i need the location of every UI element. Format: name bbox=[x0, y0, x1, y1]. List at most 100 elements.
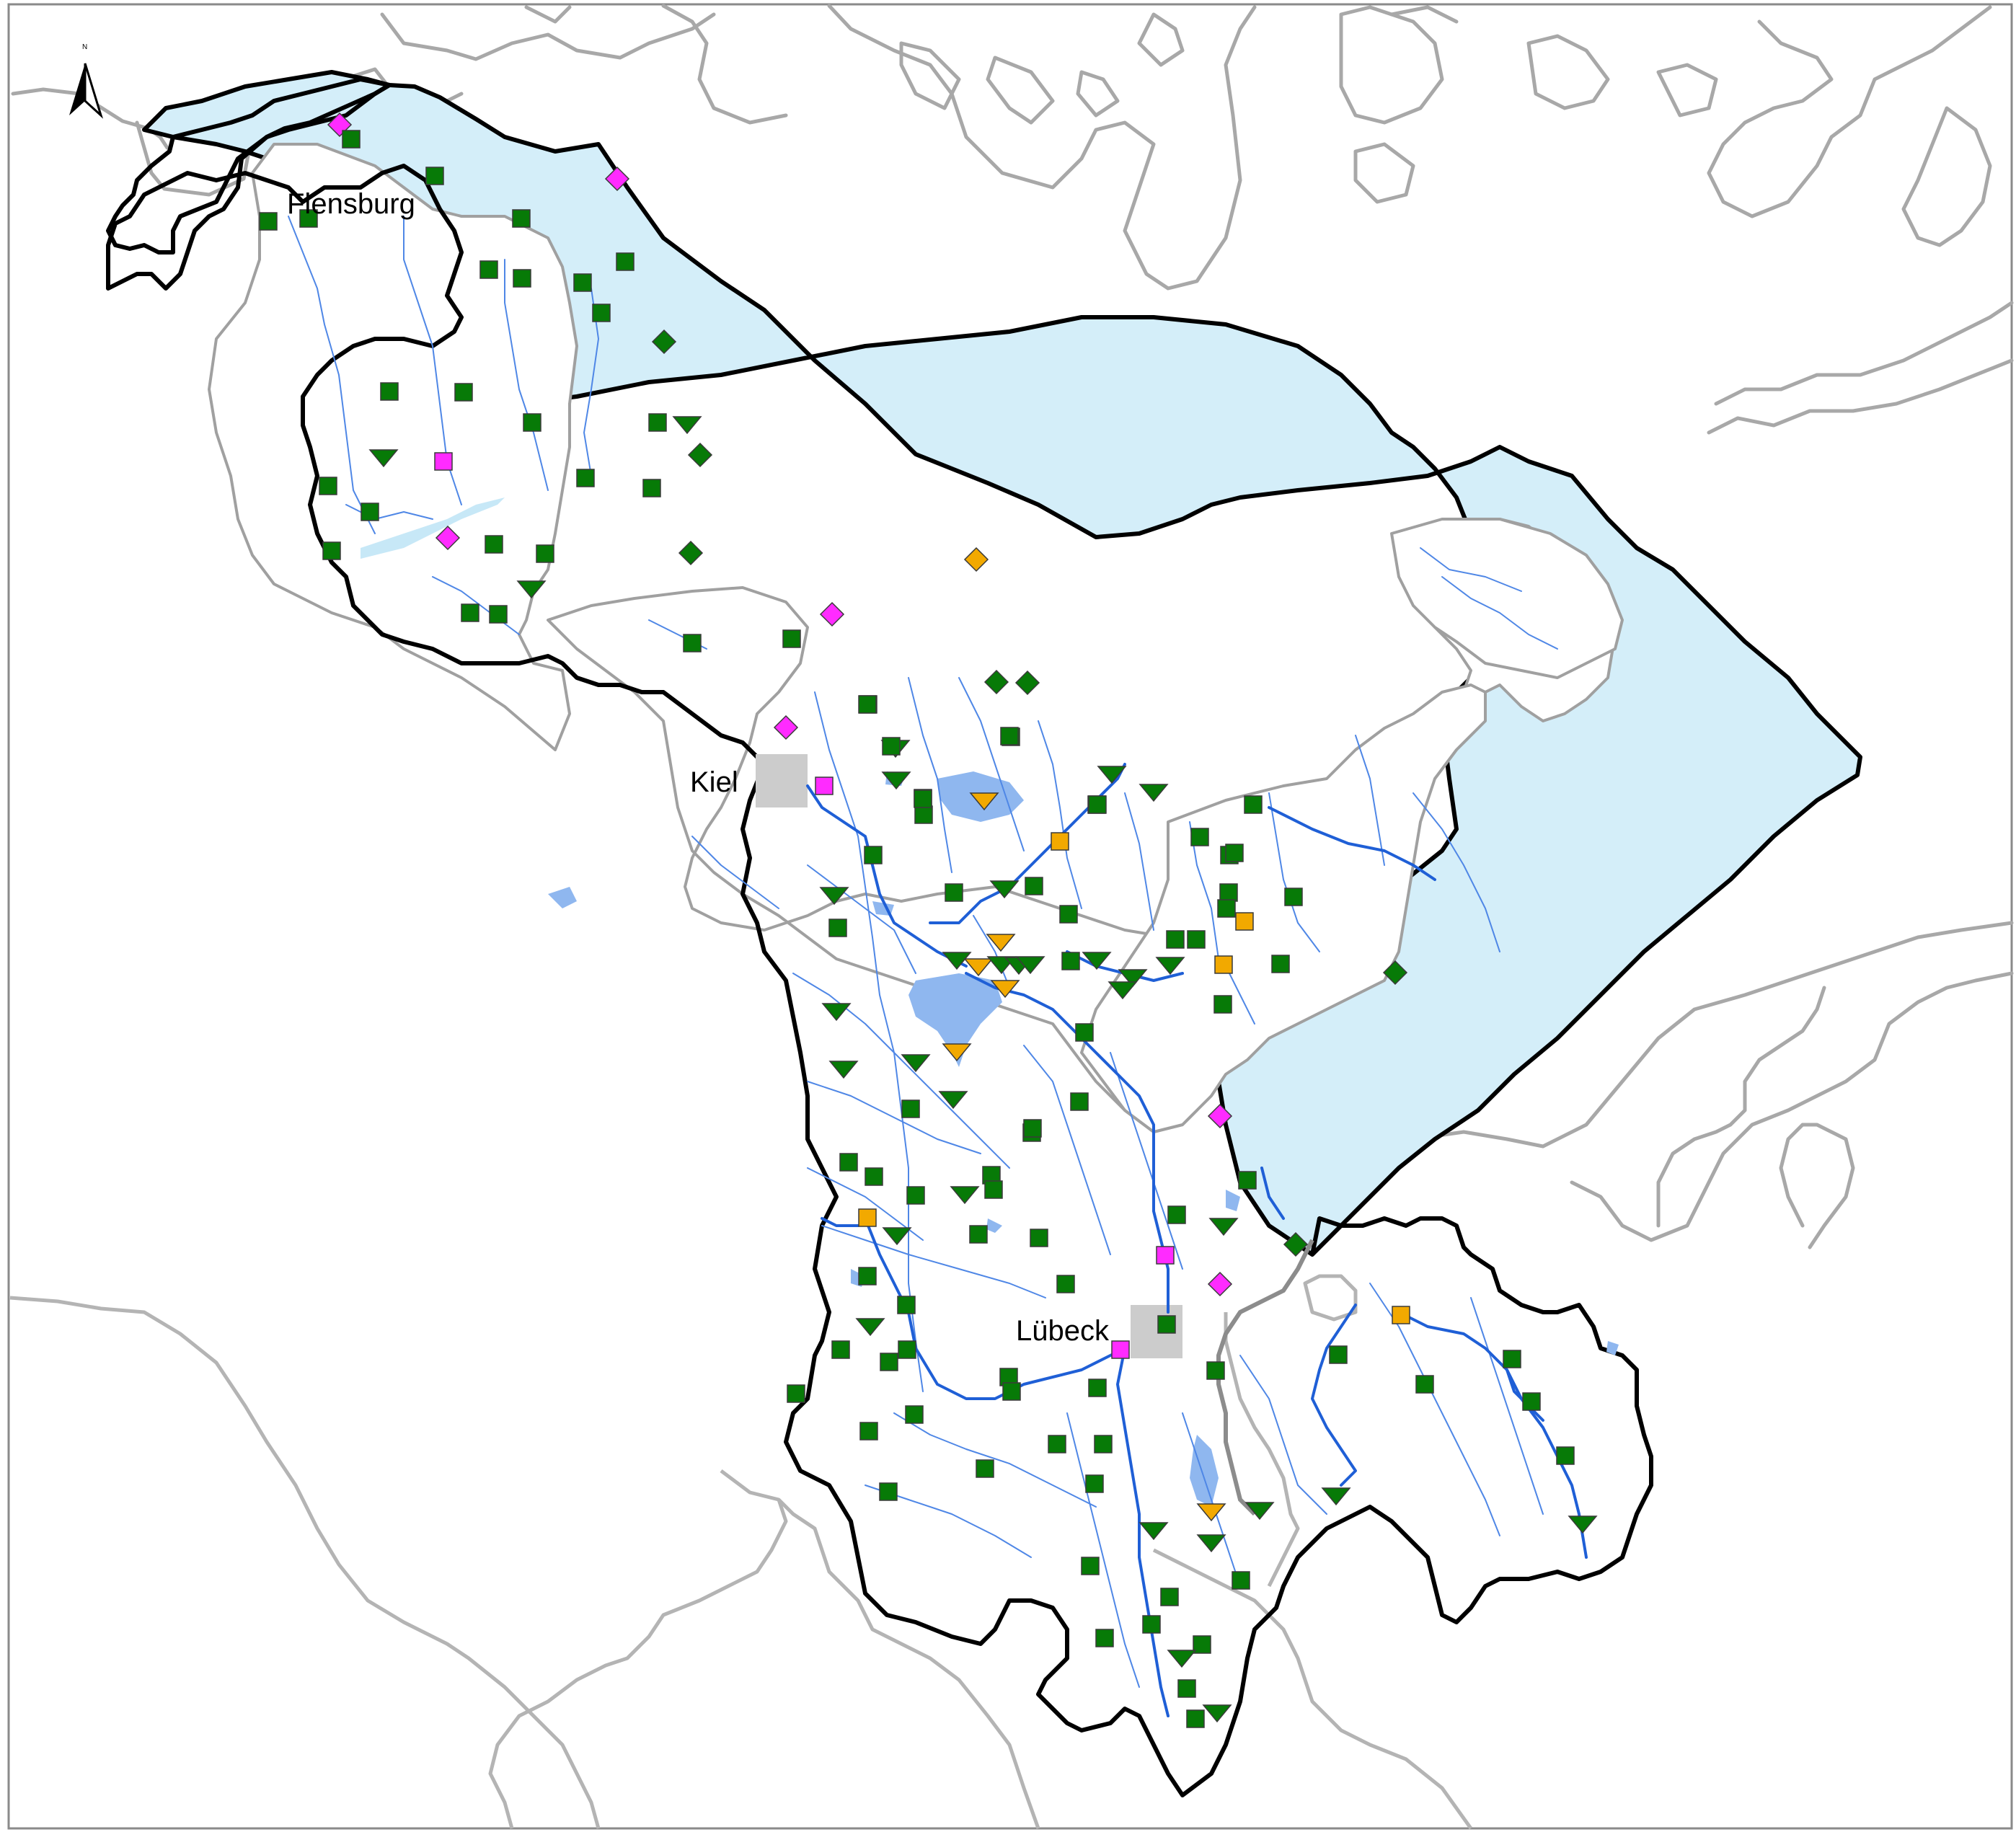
green-square-station[interactable] bbox=[1187, 930, 1206, 949]
green-square-station[interactable] bbox=[782, 629, 801, 648]
green-square-station[interactable] bbox=[1522, 1392, 1541, 1411]
orange-square-station[interactable] bbox=[1214, 955, 1233, 974]
green-triangle-station[interactable] bbox=[938, 1091, 968, 1110]
magenta-diamond-station[interactable] bbox=[604, 166, 630, 192]
green-square-station[interactable] bbox=[839, 1153, 858, 1172]
magenta-square-station[interactable] bbox=[1156, 1246, 1175, 1265]
orange-square-station[interactable] bbox=[1392, 1306, 1410, 1324]
green-triangle-station[interactable] bbox=[1167, 1650, 1197, 1668]
green-square-station[interactable] bbox=[342, 130, 361, 149]
green-square-station[interactable] bbox=[361, 503, 379, 521]
orange-triangle-station[interactable] bbox=[990, 980, 1020, 999]
green-square-station[interactable] bbox=[1503, 1350, 1521, 1368]
orange-triangle-station[interactable] bbox=[986, 934, 1016, 952]
green-square-station[interactable] bbox=[1142, 1615, 1161, 1634]
green-square-station[interactable] bbox=[976, 1459, 994, 1478]
green-square-station[interactable] bbox=[1193, 1635, 1211, 1654]
green-square-station[interactable] bbox=[1085, 1474, 1104, 1493]
orange-triangle-station[interactable] bbox=[942, 1043, 972, 1062]
green-diamond-station[interactable] bbox=[687, 442, 713, 468]
green-square-station[interactable] bbox=[1023, 1119, 1042, 1138]
green-square-station[interactable] bbox=[828, 919, 847, 937]
green-square-station[interactable] bbox=[906, 1186, 925, 1205]
green-square-station[interactable] bbox=[1177, 1679, 1196, 1698]
green-triangle-station[interactable] bbox=[516, 580, 547, 599]
green-square-station[interactable] bbox=[1244, 795, 1263, 814]
green-square-station[interactable] bbox=[1213, 995, 1232, 1014]
green-square-station[interactable] bbox=[1088, 795, 1107, 814]
green-square-station[interactable] bbox=[969, 1225, 988, 1244]
orange-triangle-station[interactable] bbox=[1196, 1503, 1226, 1522]
green-triangle-station[interactable] bbox=[1139, 1522, 1169, 1541]
green-square-station[interactable] bbox=[945, 883, 963, 902]
green-square-station[interactable] bbox=[914, 805, 933, 824]
green-square-station[interactable] bbox=[1157, 1315, 1176, 1334]
magenta-diamond-station[interactable] bbox=[1207, 1271, 1233, 1297]
green-square-station[interactable] bbox=[1238, 1171, 1257, 1190]
green-triangle-station[interactable] bbox=[882, 1227, 912, 1246]
green-square-station[interactable] bbox=[616, 252, 635, 271]
green-square-station[interactable] bbox=[461, 603, 479, 622]
green-triangle-station[interactable] bbox=[1118, 969, 1148, 988]
green-square-station[interactable] bbox=[905, 1405, 924, 1424]
magenta-diamond-station[interactable] bbox=[773, 714, 799, 740]
magenta-square-station[interactable] bbox=[1111, 1340, 1130, 1359]
green-triangle-station[interactable] bbox=[672, 416, 702, 435]
green-square-station[interactable] bbox=[897, 1296, 916, 1314]
green-square-station[interactable] bbox=[880, 1353, 898, 1371]
green-square-station[interactable] bbox=[1081, 1557, 1100, 1575]
green-square-station[interactable] bbox=[523, 413, 541, 432]
green-triangle-station[interactable] bbox=[950, 1186, 980, 1205]
green-square-station[interactable] bbox=[1186, 1709, 1205, 1728]
green-square-station[interactable] bbox=[898, 1340, 916, 1359]
green-square-station[interactable] bbox=[322, 541, 341, 560]
green-square-station[interactable] bbox=[831, 1340, 850, 1359]
green-square-station[interactable] bbox=[259, 212, 278, 231]
green-square-station[interactable] bbox=[648, 413, 667, 432]
green-square-station[interactable] bbox=[536, 544, 554, 563]
orange-square-station[interactable] bbox=[1235, 912, 1254, 931]
green-triangle-station[interactable] bbox=[855, 1318, 885, 1337]
green-square-station[interactable] bbox=[1232, 1571, 1250, 1590]
orange-diamond-station[interactable] bbox=[963, 546, 989, 572]
magenta-diamond-station[interactable] bbox=[1207, 1103, 1233, 1129]
green-square-station[interactable] bbox=[642, 479, 661, 497]
orange-triangle-station[interactable] bbox=[963, 958, 994, 977]
green-square-station[interactable] bbox=[1094, 1435, 1113, 1453]
green-triangle-station[interactable] bbox=[881, 771, 911, 790]
green-square-station[interactable] bbox=[879, 1482, 898, 1501]
orange-square-station[interactable] bbox=[1051, 832, 1069, 851]
green-triangle-station[interactable] bbox=[1015, 956, 1045, 975]
green-diamond-station[interactable] bbox=[1014, 670, 1040, 696]
green-square-station[interactable] bbox=[901, 1099, 920, 1118]
green-triangle-station[interactable] bbox=[1139, 784, 1169, 802]
green-square-station[interactable] bbox=[1284, 888, 1303, 906]
green-square-station[interactable] bbox=[1415, 1375, 1434, 1394]
green-square-station[interactable] bbox=[984, 1180, 1003, 1199]
green-square-station[interactable] bbox=[1030, 1229, 1048, 1247]
green-square-station[interactable] bbox=[479, 260, 498, 279]
green-square-station[interactable] bbox=[882, 737, 901, 756]
green-square-station[interactable] bbox=[1070, 1092, 1089, 1111]
green-triangle-station[interactable] bbox=[828, 1061, 859, 1079]
green-triangle-station[interactable] bbox=[1108, 981, 1138, 1000]
green-square-station[interactable] bbox=[1061, 952, 1080, 970]
magenta-diamond-station[interactable] bbox=[435, 525, 461, 551]
green-diamond-station[interactable] bbox=[1283, 1231, 1309, 1257]
green-square-station[interactable] bbox=[858, 1267, 877, 1286]
green-square-station[interactable] bbox=[865, 1167, 883, 1186]
orange-square-station[interactable] bbox=[858, 1208, 877, 1227]
green-triangle-station[interactable] bbox=[942, 952, 972, 970]
green-square-station[interactable] bbox=[1166, 930, 1185, 949]
green-square-station[interactable] bbox=[1556, 1446, 1575, 1465]
green-square-station[interactable] bbox=[1056, 1275, 1075, 1293]
green-square-station[interactable] bbox=[513, 269, 531, 288]
green-triangle-station[interactable] bbox=[901, 1054, 931, 1073]
green-square-station[interactable] bbox=[683, 634, 702, 652]
green-square-station[interactable] bbox=[299, 209, 318, 228]
green-triangle-station[interactable] bbox=[1568, 1515, 1598, 1534]
green-square-station[interactable] bbox=[454, 383, 473, 402]
green-square-station[interactable] bbox=[1225, 844, 1244, 862]
green-triangle-station[interactable] bbox=[819, 887, 849, 906]
green-square-station[interactable] bbox=[1167, 1205, 1186, 1224]
